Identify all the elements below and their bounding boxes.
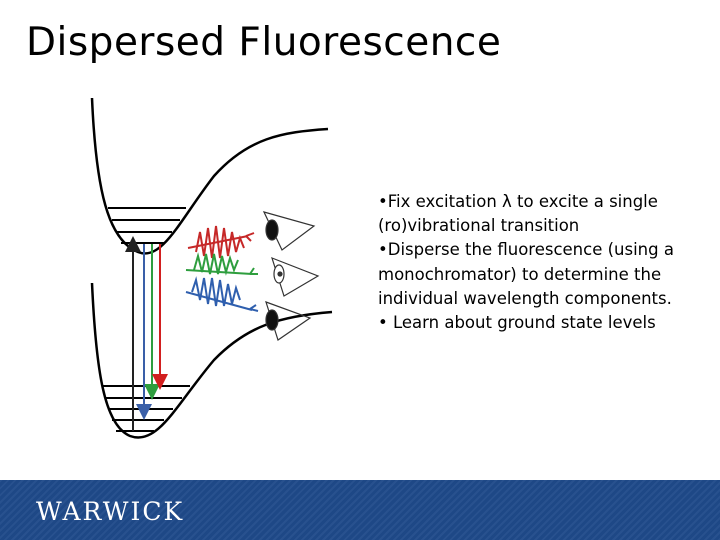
eye-icon xyxy=(271,256,320,297)
bullet-item: •Fix excitation λ to excite a single (ro… xyxy=(378,192,658,236)
ground-state-levels xyxy=(102,385,190,432)
eye-icon xyxy=(262,211,316,251)
photon-wave-green xyxy=(185,252,258,276)
footer-bar: WARWICK xyxy=(0,480,720,540)
energy-level-diagram xyxy=(90,97,333,439)
bullet-item: •Disperse the fluorescence (using a mono… xyxy=(378,240,674,308)
bullet-list: •Fix excitation λ to excite a single (ro… xyxy=(378,190,708,335)
warwick-logo: WARWICK xyxy=(36,497,185,526)
excited-state-curve xyxy=(90,97,329,255)
photon-wave-red xyxy=(187,225,255,259)
photon-wave-blue xyxy=(185,276,259,312)
slide-title: Dispersed Fluorescence xyxy=(26,20,502,65)
excited-state-levels xyxy=(108,207,186,244)
eye-icon xyxy=(265,301,312,341)
ground-state-curve xyxy=(90,282,333,439)
bullet-item: • Learn about ground state levels xyxy=(378,313,656,333)
